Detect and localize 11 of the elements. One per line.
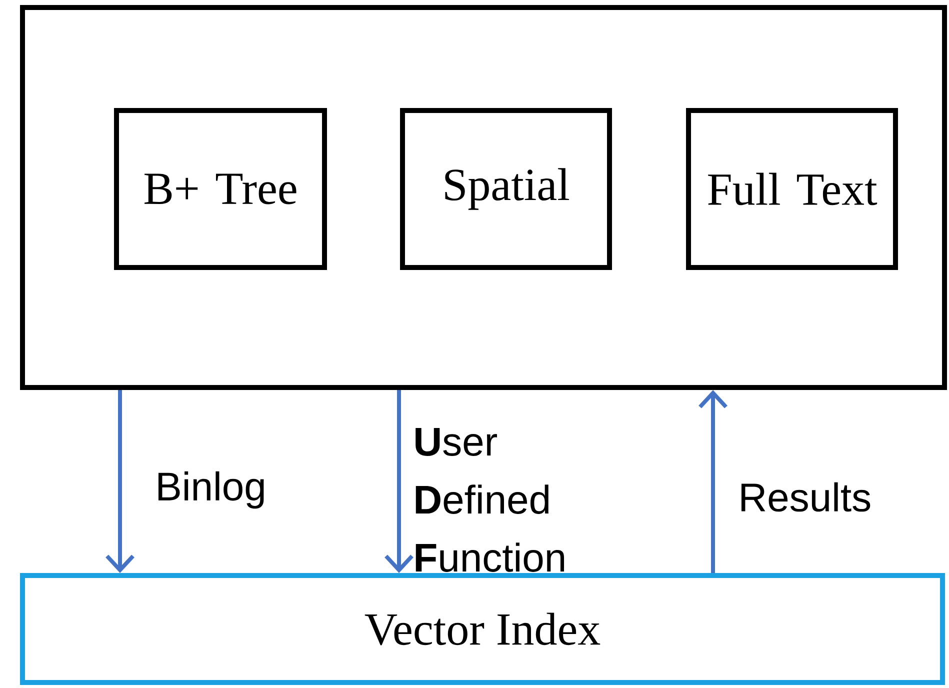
index-box: Spatial: [400, 108, 612, 270]
index-box: B+ Tree: [114, 108, 327, 270]
edge-label: Results: [742, 482, 870, 512]
arrow: [698, 390, 728, 573]
edge-label: User Defined Function: [416, 428, 564, 572]
index-box: Full Text: [686, 108, 898, 270]
arrow: [384, 390, 414, 573]
index-box: Vector Index: [20, 573, 946, 685]
arrow: [106, 390, 134, 573]
container-box: [20, 5, 948, 390]
edge-label: Binlog: [158, 471, 264, 509]
